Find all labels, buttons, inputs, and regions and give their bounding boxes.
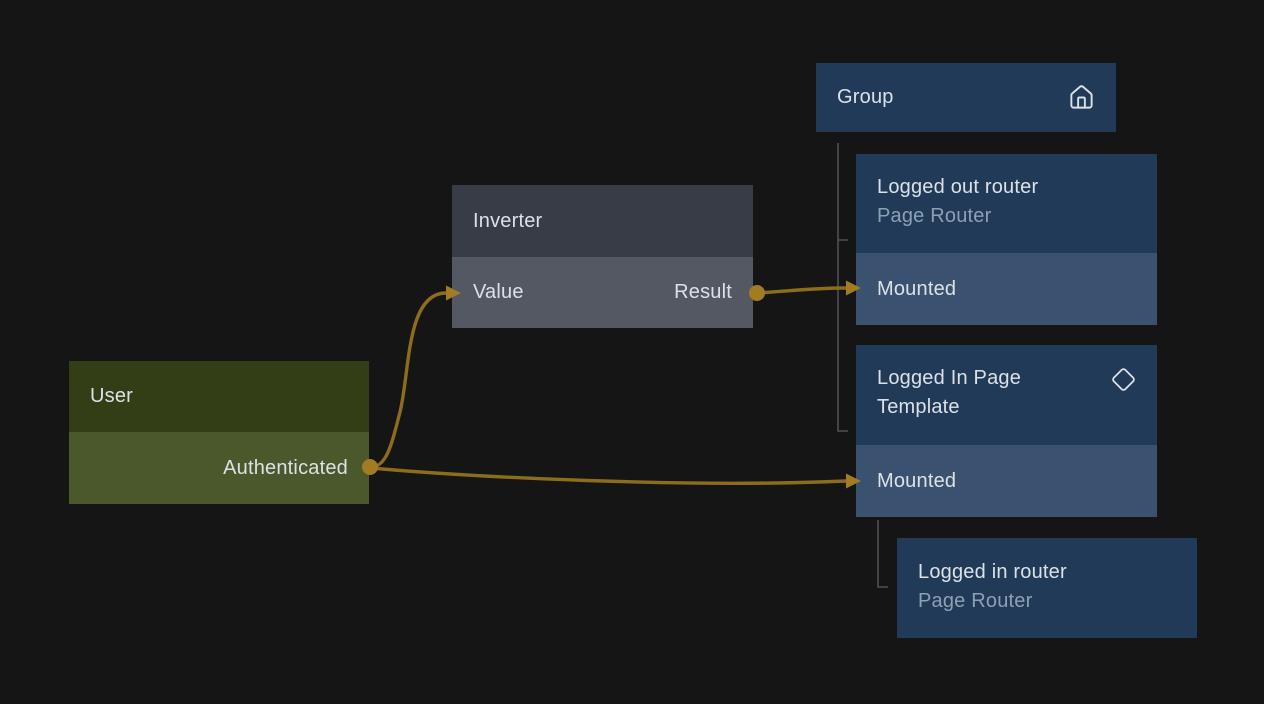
- node-logged-in-page-template-mounted-row[interactable]: Mounted: [856, 445, 1157, 517]
- node-inverter-title: Inverter: [473, 209, 543, 232]
- node-logged-out-router-title: Logged out router: [877, 176, 1039, 198]
- node-group-header: Group: [816, 63, 1116, 132]
- node-logged-in-page-template[interactable]: Logged In Page Template Mounted: [856, 345, 1157, 517]
- edge-authenticated-to-mounted[interactable]: [370, 466, 847, 485]
- node-logged-in-page-template-title: Logged In Page Template: [877, 367, 1022, 418]
- edge-result-to-mounted[interactable]: [756, 286, 847, 295]
- node-logged-in-router-title: Logged in router: [918, 561, 1067, 583]
- node-logged-in-router-subtitle: Page Router: [918, 590, 1033, 612]
- node-logged-out-router-header: Logged out router Page Router: [856, 154, 1157, 253]
- node-inverter[interactable]: Inverter Value Result: [452, 185, 753, 328]
- home-icon: [1068, 84, 1095, 111]
- node-group[interactable]: Group: [816, 63, 1116, 132]
- node-user[interactable]: User Authenticated: [69, 361, 369, 504]
- node-logged-in-router[interactable]: Logged in router Page Router: [897, 538, 1197, 638]
- node-inverter-header: Inverter: [452, 185, 753, 257]
- node-group-title: Group: [837, 86, 894, 108]
- node-inverter-io-row[interactable]: Value Result: [452, 257, 753, 328]
- output-port-label: Result: [674, 281, 732, 303]
- node-user-header: User: [69, 361, 369, 432]
- mounted-child-bracket: [877, 520, 888, 588]
- diamond-icon: [1111, 367, 1136, 392]
- node-logged-in-router-header: Logged in router Page Router: [897, 538, 1197, 638]
- output-port-label: Authenticated: [223, 456, 348, 479]
- input-port-label: Value: [473, 281, 524, 303]
- node-logged-out-router-subtitle: Page Router: [877, 205, 992, 227]
- group-children-bracket: [837, 143, 848, 432]
- node-logged-out-router-mounted-row[interactable]: Mounted: [856, 253, 1157, 325]
- node-user-output-authenticated[interactable]: Authenticated: [69, 432, 369, 504]
- node-user-title: User: [90, 385, 134, 407]
- node-logged-out-router[interactable]: Logged out router Page Router Mounted: [856, 154, 1157, 325]
- edge-authenticated-to-value[interactable]: [370, 291, 447, 470]
- mounted-label: Mounted: [877, 469, 957, 492]
- node-logged-in-page-template-header: Logged In Page Template: [856, 345, 1157, 445]
- mounted-label: Mounted: [877, 277, 957, 300]
